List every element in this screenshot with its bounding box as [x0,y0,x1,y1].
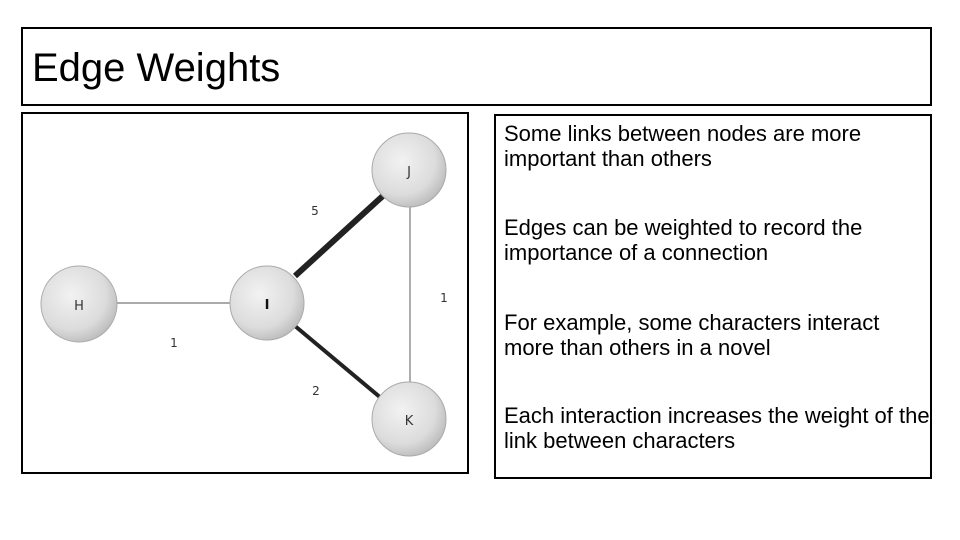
node-j: J [371,132,447,208]
edge-weight-j-k: 1 [440,291,448,305]
node-h: H [40,265,118,343]
bullet-3: For example, some characters interact mo… [504,310,880,360]
bullet-4: Each interaction increases the weight of… [504,403,930,453]
slide-title: Edge Weights [32,46,281,90]
edge-i-k [293,324,383,400]
title-box: Edge Weights [21,27,932,106]
bullet-1: Some links between nodes are more import… [504,121,862,171]
graph-diagram: H I J K 1 5 2 1 [21,112,469,474]
node-label-h: H [74,299,84,314]
node-k: K [371,381,447,457]
bullet-2: Edges can be weighted to record the impo… [504,215,863,265]
node-label-i: I [265,298,270,313]
node-label-j: J [406,165,411,180]
node-i: I [229,265,305,341]
edge-weight-i-j: 5 [311,204,319,218]
edge-weight-i-k: 2 [312,384,320,398]
graph-diagram-svg: H I J K 1 5 2 1 [40,132,448,457]
bullet-text-box: Some links between nodes are more import… [494,114,932,479]
edge-i-j [292,191,388,279]
edge-weight-h-i: 1 [170,336,178,350]
node-label-k: K [405,414,414,429]
